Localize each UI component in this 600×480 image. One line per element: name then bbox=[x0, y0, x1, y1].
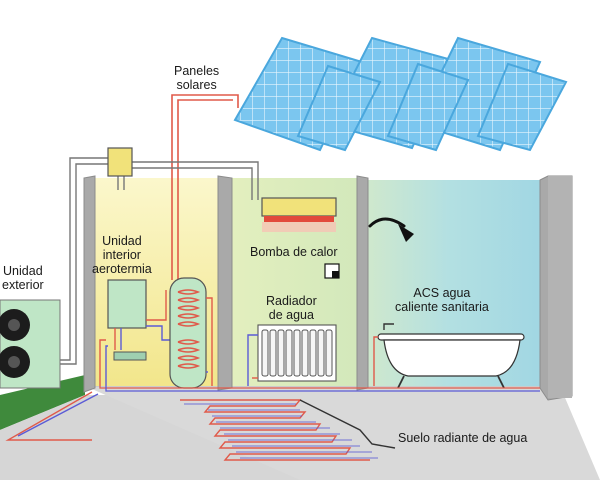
label-radiador: Radiador de agua bbox=[266, 294, 317, 322]
label-ui-line1: Unidad bbox=[102, 234, 142, 248]
label-paneles-line2: solares bbox=[176, 78, 217, 92]
solar-pipes bbox=[171, 94, 239, 280]
label-unidad-exterior: Unidad exterior bbox=[2, 264, 44, 292]
label-unidad-interior: Unidad interior aerotermia bbox=[92, 234, 152, 276]
floor-main-pipes bbox=[99, 386, 540, 392]
label-ue-line2: exterior bbox=[2, 278, 44, 292]
solar-panels bbox=[233, 36, 568, 152]
thermostat-icon bbox=[324, 263, 340, 279]
label-rad-line2: de agua bbox=[268, 308, 314, 322]
bathtub bbox=[373, 323, 525, 389]
water-tank bbox=[169, 277, 213, 389]
label-rad-line1: Radiador bbox=[266, 294, 317, 308]
outdoor-unit bbox=[0, 299, 61, 389]
outdoor-pipes bbox=[60, 157, 259, 365]
label-acs-line2: caliente sanitaria bbox=[395, 300, 489, 314]
radiator bbox=[247, 324, 337, 386]
label-acs-line1: ACS agua bbox=[413, 286, 471, 300]
shower-icon bbox=[368, 217, 414, 242]
indoor-unit bbox=[99, 279, 172, 386]
label-acs: ACS agua caliente sanitaria bbox=[395, 286, 489, 314]
label-ui-line2: interior bbox=[102, 248, 141, 262]
underfloor-heating bbox=[5, 391, 378, 461]
heat-pump-split bbox=[261, 197, 337, 232]
leader-line-suelo bbox=[299, 399, 396, 449]
label-bomba-de-calor: Bomba de calor bbox=[250, 245, 338, 259]
junction-box bbox=[107, 147, 133, 177]
label-suelo-radiante: Suelo radiante de agua bbox=[398, 431, 528, 445]
right-wall bbox=[548, 176, 572, 398]
label-paneles-solares: Paneles solares bbox=[174, 64, 219, 92]
label-ue-line1: Unidad bbox=[3, 264, 43, 278]
label-paneles-line1: Paneles bbox=[174, 64, 220, 78]
label-ui-line3: aerotermia bbox=[92, 262, 152, 276]
